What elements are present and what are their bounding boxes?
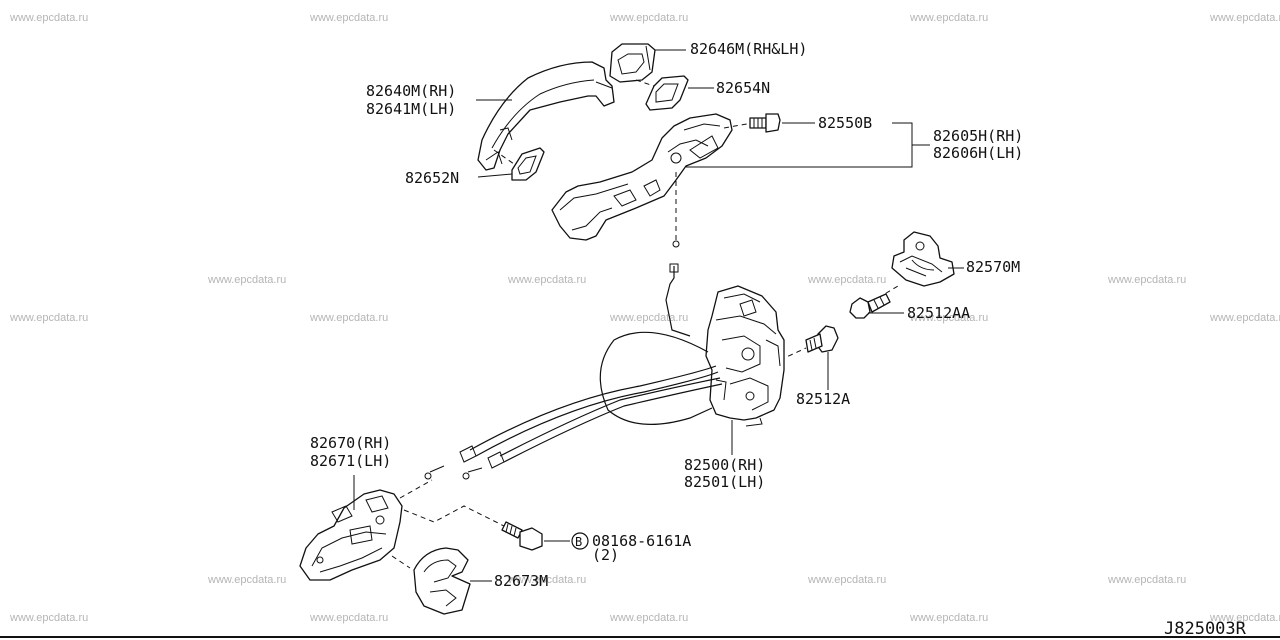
watermarks: www.epcdata.ru www.epcdata.ru www.epcdat…: [9, 12, 1280, 624]
label-82671: 82671(LH): [310, 452, 391, 470]
watermark: www.epcdata.ru: [9, 312, 88, 324]
watermark: www.epcdata.ru: [507, 274, 586, 286]
label-82673m: 82673M: [494, 572, 548, 590]
label-82512a: 82512A: [796, 390, 850, 408]
bolt-b-mark: B: [575, 535, 582, 549]
watermark: www.epcdata.ru: [9, 612, 88, 624]
part-08168-bolt: [501, 521, 543, 551]
part-82512aa-bolt: [849, 293, 891, 319]
label-82570m: 82570M: [966, 258, 1020, 276]
label-82654n: 82654N: [716, 79, 770, 97]
label-82500: 82500(RH): [684, 456, 765, 474]
part-82654n-gasket: [645, 75, 689, 111]
watermark: www.epcdata.ru: [909, 612, 988, 624]
watermark: www.epcdata.ru: [309, 12, 388, 24]
watermark: www.epcdata.ru: [1209, 12, 1280, 24]
watermark: www.epcdata.ru: [507, 574, 586, 586]
label-08168-qty: (2): [592, 546, 619, 564]
watermark: www.epcdata.ru: [609, 12, 688, 24]
watermark: www.epcdata.ru: [207, 274, 286, 286]
label-82606h: 82606H(LH): [933, 144, 1023, 162]
part-82550b-screw: [749, 113, 781, 133]
watermark: www.epcdata.ru: [1209, 312, 1280, 324]
watermark: www.epcdata.ru: [309, 312, 388, 324]
label-82670: 82670(RH): [310, 434, 391, 452]
part-82652n-gasket: [511, 147, 545, 181]
watermark: www.epcdata.ru: [909, 312, 988, 324]
part-82673m-escutcheon: [413, 547, 471, 615]
watermark: www.epcdata.ru: [1107, 574, 1186, 586]
part-82640m-outside-handle: [477, 61, 615, 171]
diagram-code: J825003R: [1164, 619, 1247, 639]
label-82605h: 82605H(RH): [933, 127, 1023, 145]
label-82646m: 82646M(RH&LH): [690, 40, 807, 58]
part-82512a-bolt: [805, 325, 839, 353]
watermark: www.epcdata.ru: [309, 612, 388, 624]
part-82500-door-lock: [705, 285, 785, 427]
watermark: www.epcdata.ru: [909, 12, 988, 24]
label-82640m: 82640M(RH): [366, 82, 456, 100]
label-82501: 82501(LH): [684, 473, 765, 491]
watermark: www.epcdata.ru: [207, 574, 286, 586]
label-82550b: 82550B: [818, 114, 872, 132]
watermark: www.epcdata.ru: [9, 12, 88, 24]
lock-cables: [424, 331, 723, 480]
label-82652n: 82652N: [405, 169, 459, 187]
label-08168: 08168-6161A: [592, 532, 691, 550]
watermark: www.epcdata.ru: [1209, 612, 1280, 624]
label-82512aa: 82512AA: [907, 304, 970, 322]
watermark: www.epcdata.ru: [1107, 274, 1186, 286]
watermark: www.epcdata.ru: [807, 274, 886, 286]
label-82641m: 82641M(LH): [366, 100, 456, 118]
part-82570m-striker: [891, 231, 955, 287]
watermark: www.epcdata.ru: [609, 312, 688, 324]
bolt-b-circle: [571, 532, 589, 550]
part-82605h-handle-frame: [551, 113, 733, 241]
watermark: www.epcdata.ru: [609, 612, 688, 624]
part-82670-inside-handle: [299, 489, 403, 581]
watermark: www.epcdata.ru: [807, 574, 886, 586]
part-82646m-escutcheon: [609, 43, 656, 83]
